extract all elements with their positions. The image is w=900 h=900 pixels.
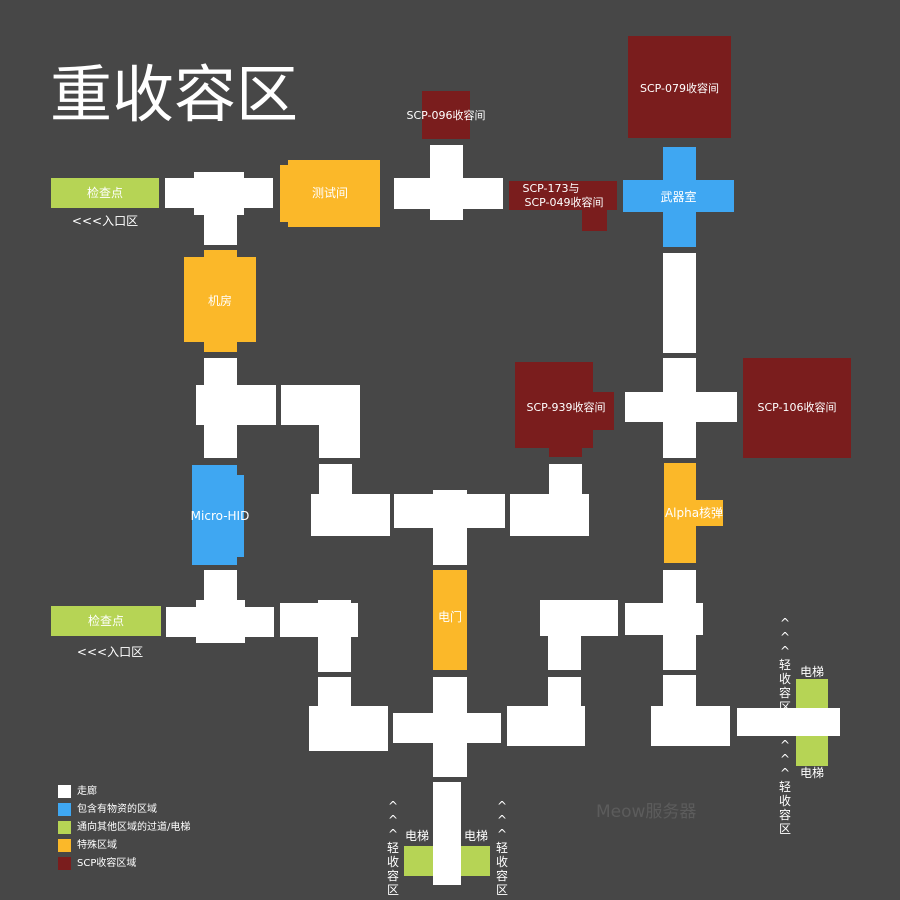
entrance-zone-label-bottom: <<<入口区 — [76, 645, 144, 659]
elevator-right-upper[interactable] — [796, 679, 828, 708]
armory-label: 武器室 — [660, 190, 697, 204]
light-zone-label-right-upper: ^^^轻收容区 — [778, 616, 791, 714]
legend-swatch — [58, 857, 71, 870]
corridor-segment — [309, 706, 388, 751]
legend-label: 通向其他区域的过道/电梯 — [77, 822, 191, 833]
scp106-label: SCP-106收容间 — [757, 401, 837, 414]
scp096-label: SCP-096收容间 — [406, 109, 486, 122]
corridor-segment — [651, 706, 730, 746]
light-zone-label-right-lower: ^^^轻收容区 — [778, 738, 791, 836]
legend-swatch — [58, 839, 71, 852]
light-zone-label-bottom-left: ^^^轻收容区 — [386, 799, 399, 897]
corridor-segment — [507, 706, 585, 746]
micro-hid-tab — [192, 475, 244, 557]
test-room-label: 测试间 — [311, 186, 348, 200]
corridor-segment — [433, 490, 467, 565]
corridor-segment — [625, 603, 703, 635]
corridor-segment — [737, 708, 840, 736]
corridor-segment — [663, 253, 696, 353]
test-room-tab — [288, 160, 380, 227]
legend-label: 包含有物资的区域 — [77, 804, 157, 815]
scp079-room[interactable] — [628, 36, 731, 138]
corridor-segment — [204, 208, 237, 245]
elevator-bottom-right[interactable] — [461, 846, 490, 876]
server-room-tab — [204, 250, 237, 352]
light-zone-label-bottom-right: ^^^轻收容区 — [495, 799, 508, 897]
legend-label: SCP收容区域 — [77, 858, 137, 869]
entrance-zone-label-top: <<<入口区 — [71, 214, 139, 228]
legend-swatch — [58, 785, 71, 798]
server-room-label: 机房 — [207, 294, 232, 308]
checkpoint-top[interactable] — [51, 178, 159, 208]
corridor-segment — [433, 782, 461, 885]
legend-label: 走廊 — [77, 786, 97, 797]
electric-gate-label: 电门 — [437, 610, 462, 624]
alpha-warhead-label: Alpha核弹 — [664, 506, 724, 520]
armory-wing — [623, 180, 734, 212]
corridor-segment — [548, 600, 581, 670]
legend-swatch — [58, 803, 71, 816]
corridor-segment — [194, 172, 244, 215]
checkpoint-bottom[interactable] — [51, 606, 161, 636]
elevator-bottom-left[interactable] — [404, 846, 433, 876]
legend-label: 特殊区域 — [77, 840, 117, 851]
alpha-warhead-wing — [664, 500, 723, 526]
checkpoint-top-label: 检查点 — [86, 186, 123, 200]
scp096-room[interactable] — [422, 91, 470, 139]
watermark: Meow服务器 — [596, 802, 697, 822]
elevator-right-lower[interactable] — [796, 736, 828, 766]
corridor-segment — [510, 494, 589, 536]
corridor-segment — [196, 385, 276, 425]
elevator-bottom-right-label: 电梯 — [463, 829, 488, 843]
legend-swatch — [58, 821, 71, 834]
corridor-segment — [433, 677, 467, 777]
scp106-room[interactable] — [743, 358, 851, 458]
scp939-lower — [549, 420, 582, 457]
micro-hid-label: Micro-HID — [190, 509, 250, 523]
scp173-049-annex — [582, 181, 607, 231]
elevator-bottom-left-label: 电梯 — [404, 829, 429, 843]
electric-gate[interactable] — [433, 570, 467, 670]
elevator-right-lower-label: 电梯 — [799, 766, 824, 780]
map-title: 重收容区 — [50, 58, 299, 131]
checkpoint-bottom-label: 检查点 — [87, 614, 124, 628]
corridor-segment — [318, 600, 351, 672]
corridor-segment — [319, 385, 360, 458]
scp173-label-line2: SCP-049收容间 — [524, 196, 604, 209]
scp173-label-line1: SCP-173与 — [522, 182, 580, 195]
scp939-label: SCP-939收容间 — [526, 401, 606, 414]
elevator-right-upper-label: 电梯 — [799, 665, 824, 679]
corridor-segment — [196, 600, 245, 643]
scp079-label: SCP-079收容间 — [639, 82, 720, 95]
corridor-segment — [430, 145, 463, 220]
corridor-segment — [311, 494, 390, 536]
corridor-segment — [663, 358, 696, 458]
